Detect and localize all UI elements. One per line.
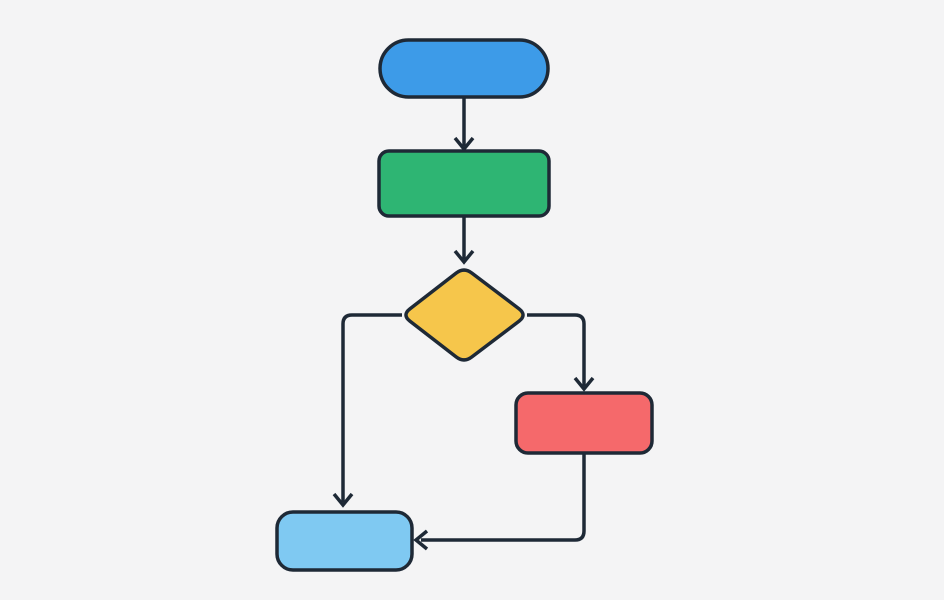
arrowhead-down-icon xyxy=(332,492,354,508)
connector-line xyxy=(421,453,586,542)
arrowhead-down-icon xyxy=(453,136,475,152)
edge-process-decision xyxy=(453,216,475,265)
edge-start-process xyxy=(453,97,475,152)
arrowhead-down-icon xyxy=(573,376,595,392)
edge-action-end xyxy=(413,453,586,551)
connector-line xyxy=(527,313,586,386)
process-node xyxy=(377,149,551,218)
action-node xyxy=(514,391,654,455)
end-node xyxy=(275,510,414,572)
decision-node xyxy=(404,268,525,362)
arrowhead-down-icon xyxy=(453,249,475,265)
edge-decision-end xyxy=(332,313,402,508)
connector-line xyxy=(341,313,402,502)
edge-decision-action xyxy=(527,313,595,392)
arrowhead-left-icon xyxy=(413,529,429,551)
start-node xyxy=(378,38,550,99)
